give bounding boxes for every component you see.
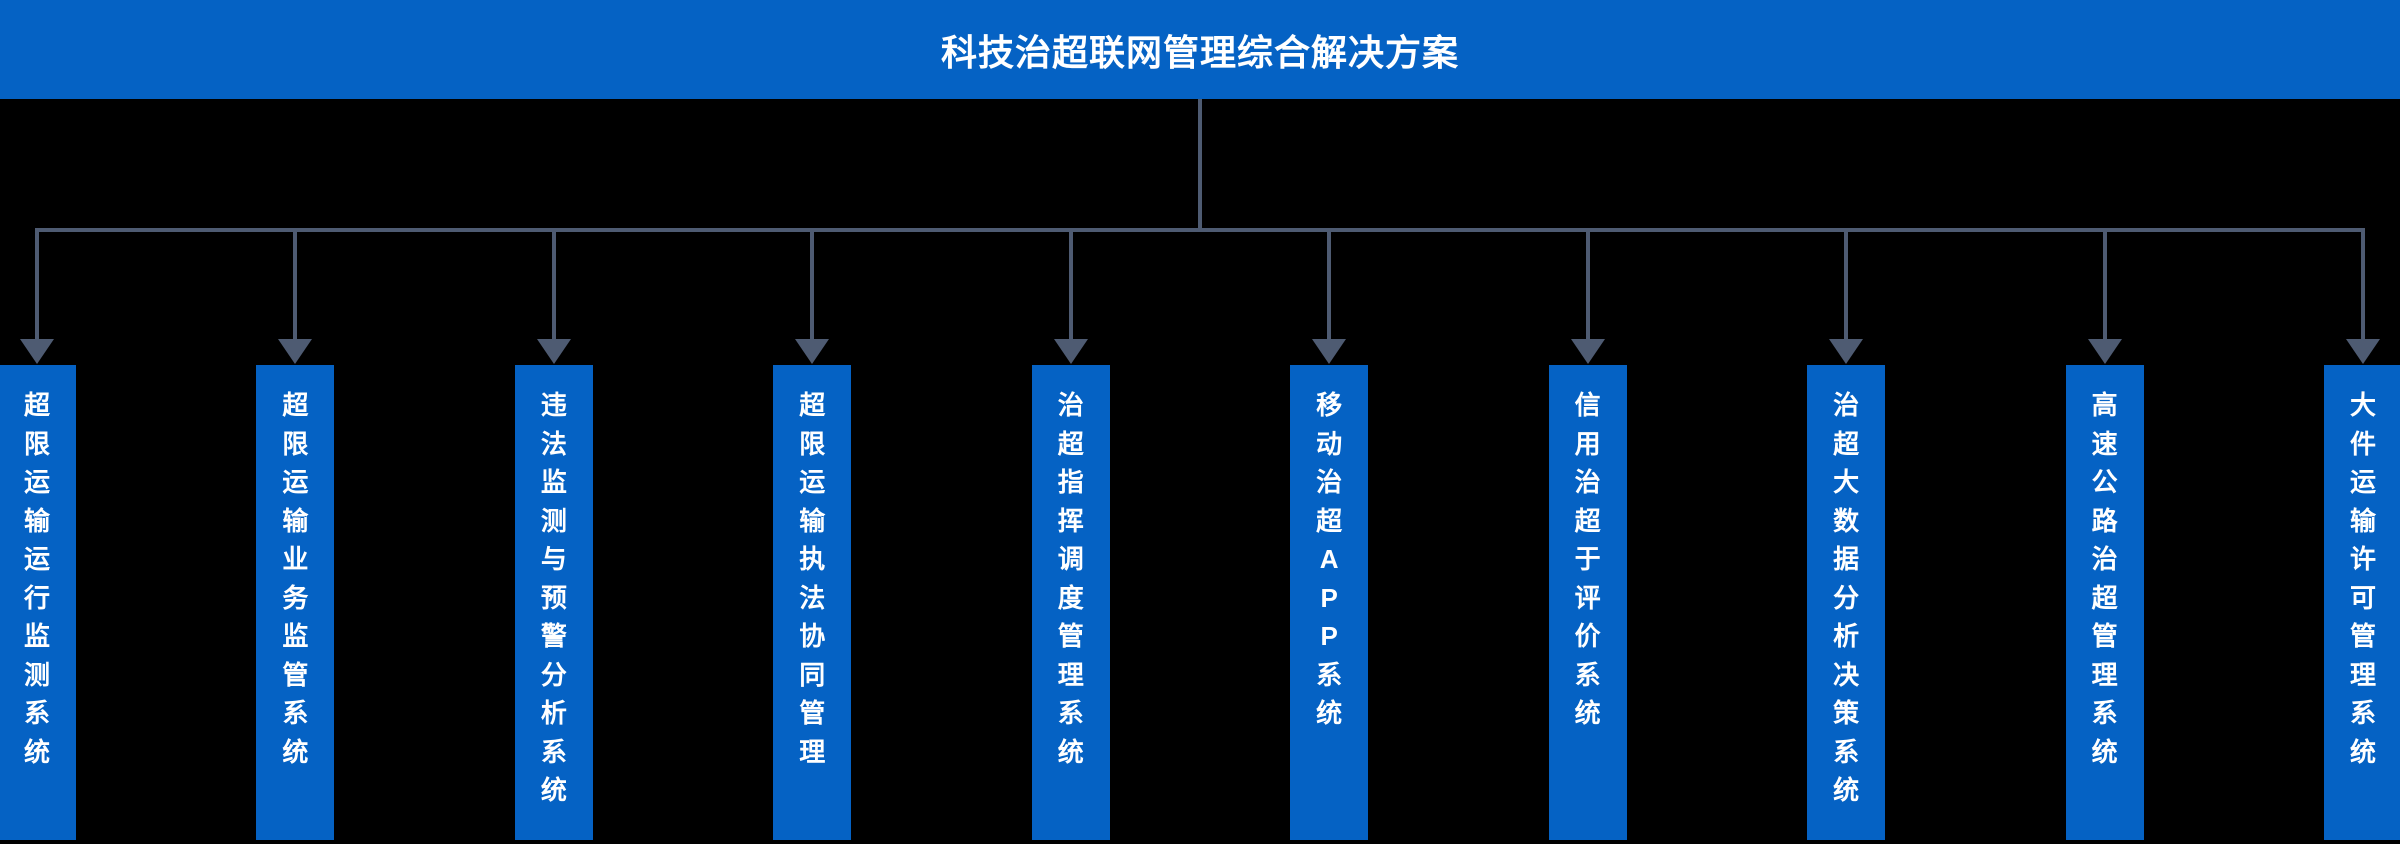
system-box: 信用治超于评价系统 [1548, 365, 1627, 840]
system-box: 超限运输执法协同管理 [773, 365, 852, 840]
arrow-down-icon [20, 339, 54, 364]
connector-line [293, 228, 298, 341]
arrow-down-icon [278, 339, 313, 364]
arrow-down-icon [536, 339, 571, 364]
system-box-label: 超限运输执法协同管理 [799, 390, 826, 767]
system-box-label: 治超大数据分析决策系统 [1833, 390, 1860, 806]
connector-line [1327, 228, 1332, 341]
arrow-down-icon [2087, 339, 2122, 364]
connector-line [551, 228, 556, 341]
branch-8: 治超大数据分析决策系统 [1807, 0, 1886, 844]
branch-10: 大件运输许可管理系统 [2324, 0, 2400, 844]
system-box-label: 治超指挥调度管理系统 [1057, 390, 1084, 767]
arrow-down-icon [1312, 339, 1347, 364]
branch-3: 违法监测与预警分析系统 [514, 0, 593, 844]
arrow-down-icon [1829, 339, 1864, 364]
connector-line [35, 228, 39, 341]
branch-4: 超限运输执法协同管理 [773, 0, 852, 844]
header-banner: 科技治超联网管理综合解决方案 [0, 0, 2400, 99]
arrow-down-icon [795, 339, 830, 364]
system-box-label: 超限运输运行监测系统 [23, 390, 50, 767]
system-box: 治超指挥调度管理系统 [1031, 365, 1110, 840]
system-box: 超限运输运行监测系统 [0, 365, 76, 840]
system-box: 高速公路治超管理系统 [2065, 365, 2144, 840]
system-box-label: 违法监测与预警分析系统 [540, 390, 567, 806]
page-title: 科技治超联网管理综合解决方案 [940, 31, 1459, 73]
trunk-connector-line [1198, 99, 1202, 232]
connector-line [810, 228, 815, 341]
connector-line [2361, 228, 2365, 341]
system-box-label: 信用治超于评价系统 [1574, 390, 1601, 729]
connector-line [1844, 228, 1849, 341]
system-box: 违法监测与预警分析系统 [514, 365, 593, 840]
connector-line [1068, 228, 1073, 341]
system-box: 治超大数据分析决策系统 [1807, 365, 1886, 840]
horizontal-connector-line [35, 228, 2365, 232]
arrow-down-icon [2346, 339, 2380, 364]
branch-7: 信用治超于评价系统 [1548, 0, 1627, 844]
system-box-label: 大件运输许可管理系统 [2349, 390, 2376, 767]
connector-line [1585, 228, 1590, 341]
system-box-label: 高速公路治超管理系统 [2091, 390, 2118, 767]
system-box-label: 超限运输业务监管系统 [282, 390, 309, 767]
branch-5: 治超指挥调度管理系统 [1031, 0, 1110, 844]
arrow-down-icon [1570, 339, 1605, 364]
branch-2: 超限运输业务监管系统 [256, 0, 335, 844]
branch-9: 高速公路治超管理系统 [2065, 0, 2144, 844]
branch-1: 超限运输运行监测系统 [0, 0, 76, 844]
system-box: 超限运输业务监管系统 [256, 365, 335, 840]
connector-line [2102, 228, 2107, 341]
arrow-down-icon [1053, 339, 1088, 364]
system-box: 大件运输许可管理系统 [2324, 365, 2400, 840]
